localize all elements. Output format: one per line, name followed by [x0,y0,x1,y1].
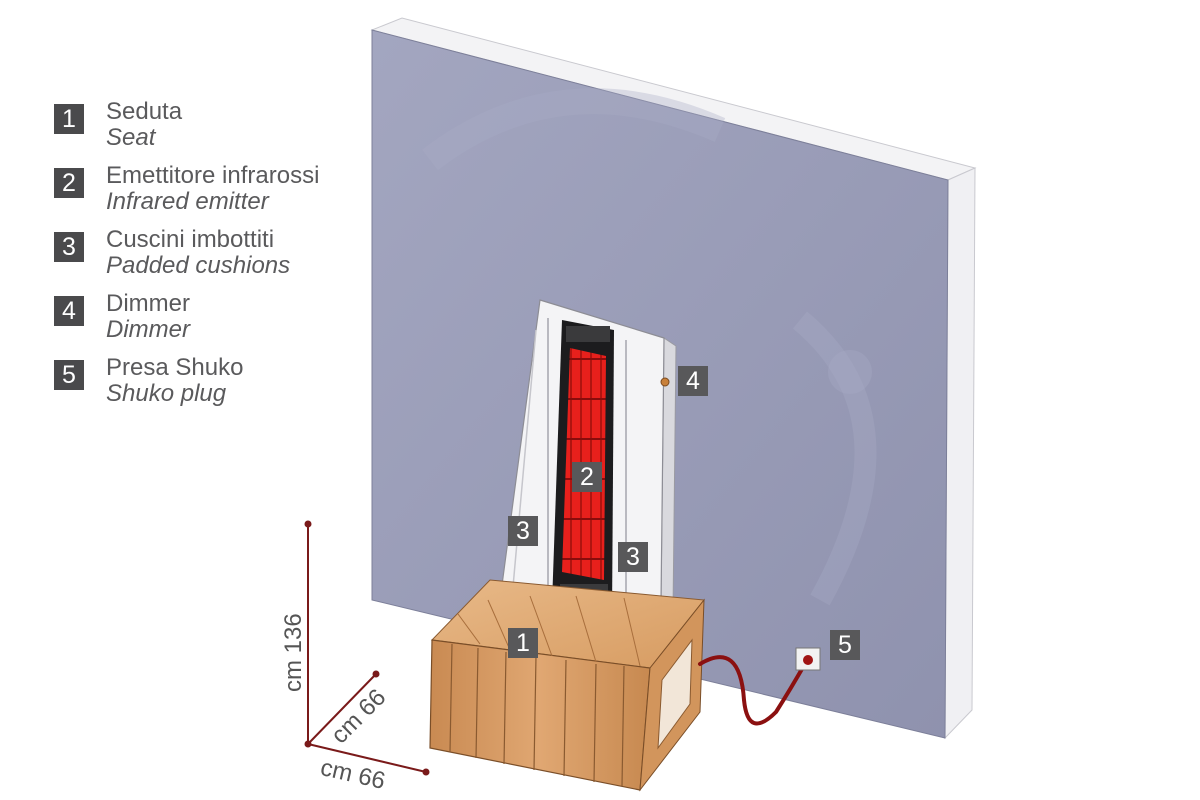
legend-label-english: Dimmer [106,316,190,343]
legend-label-italian: Presa Shuko [106,354,244,381]
dimension-lines [304,520,430,776]
legend-label-italian: Dimmer [106,290,190,317]
legend-label-italian: Cuscini imbottiti [106,226,275,253]
legend-label-italian: Emettitore infrarossi [106,162,320,189]
legend-number: 5 [54,360,84,390]
callout-infrared-emitter: 2 [572,462,602,492]
legend-label-english: Padded cushions [106,252,291,279]
seat [429,579,705,792]
power-cable [698,647,821,726]
callout-cushion-left: 3 [508,516,538,546]
legend-number: 1 [54,104,84,134]
legend-label-italian: Seduta [106,98,183,125]
legend-number: 3 [54,232,84,262]
callout-shuko-plug: 5 [830,630,860,660]
legend-item-shuko-plug: 5 Presa Shuko Shuko plug [54,354,384,418]
callout-dimmer: 4 [678,366,708,396]
dimension-height-label: cm 136 [280,613,307,692]
legend-label-english: Shuko plug [106,380,227,407]
legend: 1 Seduta Seat 2 Emettitore infrarossi In… [54,98,384,418]
wall-right-edge [944,167,976,740]
legend-item-seat: 1 Seduta Seat [54,98,384,162]
legend-item-padded-cushions: 3 Cuscini imbottiti Padded cushions [54,226,384,290]
callout-seat: 1 [508,628,538,658]
legend-number: 4 [54,296,84,326]
legend-item-infrared-emitter: 2 Emettitore infrarossi Infrared emitter [54,162,384,226]
legend-label-english: Seat [106,124,156,151]
callout-cushion-right: 3 [618,542,648,572]
legend-item-dimmer: 4 Dimmer Dimmer [54,290,384,354]
legend-number: 2 [54,168,84,198]
dimmer-knob [660,377,670,387]
legend-label-english: Infrared emitter [106,188,269,215]
